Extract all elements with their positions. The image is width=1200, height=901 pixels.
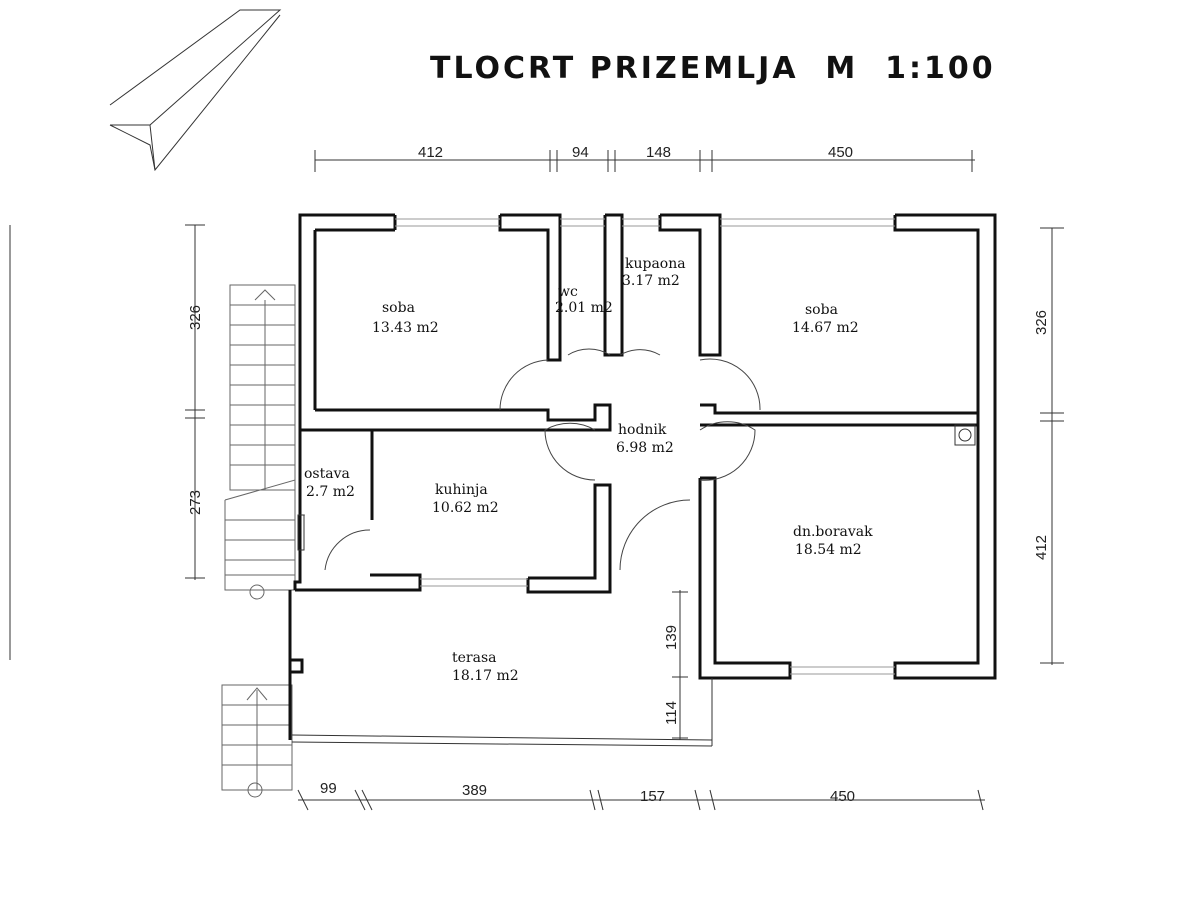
room-soba-left-area: 13.43 m2 (372, 320, 439, 336)
room-boravak-area: 18.54 m2 (795, 542, 862, 558)
room-soba-right-area: 14.67 m2 (792, 320, 859, 336)
room-kuhinja-area: 10.62 m2 (432, 500, 499, 516)
door-swings (324, 348, 761, 571)
terrace-dimension-line (672, 590, 688, 740)
dim-bottom-1: 99 (320, 780, 337, 797)
dim-top-2: 94 (572, 144, 589, 161)
dim-bottom-3: 157 (640, 788, 665, 805)
staircase (221, 284, 296, 798)
room-hodnik-area: 6.98 m2 (616, 440, 674, 456)
room-wc-area: 2.01 m2 (555, 300, 613, 316)
room-soba-left-name: soba (382, 300, 415, 316)
room-hodnik-name: hodnik (618, 422, 667, 438)
plan-title: TLOCRT PRIZEMLJA M 1:100 (430, 51, 996, 86)
room-ostava-area: 2.7 m2 (306, 484, 355, 500)
dim-right-2: 412 (1033, 535, 1050, 560)
room-soba-right-name: soba (805, 302, 838, 318)
dim-top-3: 148 (646, 144, 671, 161)
room-terasa-name: terasa (452, 650, 496, 666)
dim-terrace-2: 114 (663, 701, 680, 725)
dim-top-4: 450 (828, 144, 853, 161)
dim-bottom-2: 389 (462, 782, 487, 799)
room-boravak-name: dn.boravak (793, 524, 873, 540)
dim-right-1: 326 (1033, 310, 1050, 335)
bottom-dimension-line (297, 789, 985, 811)
north-arrow-icon (109, 9, 282, 172)
room-wc-name: wc (558, 284, 578, 300)
room-terasa-area: 18.17 m2 (452, 668, 519, 684)
dim-terrace-1: 139 (663, 625, 680, 650)
chimney-icon (954, 424, 976, 446)
right-dimension-line (1040, 227, 1064, 665)
room-ostava-name: ostava (304, 466, 350, 482)
dim-bottom-4: 450 (830, 788, 855, 805)
top-dimension-line (314, 150, 975, 172)
room-kupaona-name: kupaona (625, 256, 686, 272)
dim-top-1: 412 (418, 144, 443, 161)
dim-left-1: 326 (187, 305, 204, 330)
room-kupaona-area: 3.17 m2 (622, 273, 680, 289)
room-kuhinja-name: kuhinja (435, 482, 488, 498)
dim-left-2: 273 (187, 490, 204, 515)
walls (288, 213, 997, 747)
left-dimension-line (9, 224, 205, 660)
